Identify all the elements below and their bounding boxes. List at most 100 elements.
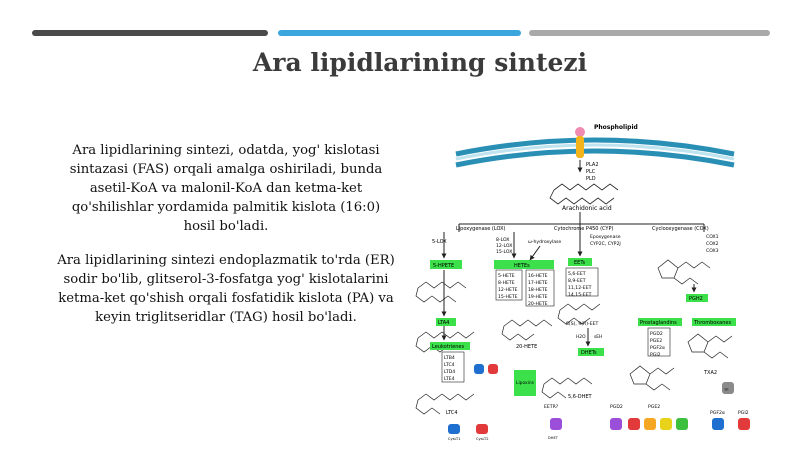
lta4-box	[436, 318, 456, 326]
arachidonic-acid-label: Arachidonic acid	[562, 205, 612, 212]
lt-list-box	[441, 351, 465, 383]
twenty-hete-structure	[501, 319, 553, 341]
cyp-branch-label: Cytochrome P450 (CYP)	[554, 226, 614, 232]
enzyme-pla2: PLA2	[586, 162, 599, 168]
epoxygenase-label: Epoxygenase	[590, 234, 621, 240]
ltc4-structure	[415, 393, 475, 415]
eet-structure	[557, 303, 601, 325]
pgf2a-label: PGF2α	[710, 410, 725, 416]
twenty-hete-label: 20-HETE	[516, 344, 537, 350]
hpete-structure	[415, 281, 467, 303]
hpete-box	[430, 260, 462, 269]
pgh2-structure	[657, 259, 711, 285]
hete-12: 12-HETE	[498, 287, 518, 293]
pgi2-label: PGI2	[738, 410, 749, 416]
prostanoid-receptor-icons	[610, 418, 750, 430]
cyslt1-label: CysLT1	[448, 437, 461, 441]
eetr-label: EETR?	[544, 404, 559, 410]
enzyme-plc: PLC	[586, 169, 596, 175]
hetes-box-label: HETEs	[514, 263, 530, 269]
eetr-receptor-icon	[550, 418, 562, 430]
omega-hete-19: 19-HETE	[528, 294, 548, 300]
lt-e4: LTE4	[444, 376, 455, 382]
lt-b4: LTB4	[444, 355, 455, 361]
thromboxanes-box	[692, 318, 736, 326]
omega-hydroxylase-label: ω-hydroxylase	[528, 239, 561, 245]
paragraph-er-synthesis: Ara lipidlarining sintezi endoplazmatik …	[57, 253, 395, 325]
arachidonic-acid-structure	[549, 183, 619, 205]
lox-15: 15-LOX	[496, 249, 512, 255]
leukotrienes-box	[430, 342, 470, 350]
cyp-enzymes-label: CYP2C, CYP2J	[590, 241, 621, 247]
lox-branch-label: Lipoxygenase (LOX)	[456, 226, 506, 232]
prostaglandins-label: Prostaglandins	[640, 320, 677, 326]
cox2-label: COX2	[706, 241, 719, 247]
dhets-label: DHETs	[581, 350, 597, 356]
hpete-label: 5-HPETE	[433, 263, 454, 269]
eets-box	[568, 258, 592, 266]
arachidonic-acid-pathway-diagram: Phospholipid PLA2 PLC PLD Arachidonic ac…	[415, 124, 750, 441]
pg-list-box	[647, 327, 671, 357]
cyslt-receptor-icons	[448, 424, 488, 434]
header-bar-gray	[529, 30, 770, 36]
leukotrienes-label: Leukotrienes	[432, 344, 464, 350]
dhets-box	[578, 348, 604, 356]
cox3-label: COX3	[706, 248, 719, 254]
five-lox-label: 5-LOX	[432, 239, 447, 245]
lipoxins-box	[514, 370, 536, 396]
pgd2-label: PGD2	[610, 404, 623, 410]
pg-i2: PGI2	[650, 352, 661, 358]
omega-hetes-box	[525, 269, 555, 307]
ltc4-label: LTC4	[446, 410, 458, 416]
eets-box-label: EETs	[574, 260, 586, 266]
txa2-structure	[687, 333, 733, 359]
blt-receptor-icons	[474, 364, 498, 374]
prostaglandins-box	[638, 318, 682, 326]
lox-8: 8-LOX	[496, 237, 509, 243]
pge2-label: PGE2	[648, 404, 660, 410]
lt-c4: LTC4	[444, 362, 455, 368]
txa2-label: TXA2	[703, 370, 717, 376]
omega-hete-20: 20-HETE	[528, 301, 548, 307]
cyslt2-label: CysLT2	[476, 437, 489, 441]
enzyme-pld: PLD	[586, 176, 596, 182]
cox-branch-label: Cyclooxygenase (COX)	[652, 226, 709, 232]
eets-list-box	[565, 267, 599, 297]
thromboxanes-label: Thromboxanes	[693, 320, 731, 326]
h2o-label: H2O	[576, 334, 586, 340]
cox1-label: COX1	[706, 234, 719, 240]
tp-receptor-label: TP	[723, 388, 729, 392]
omega-hete-17: 17-HETE	[528, 280, 548, 286]
hetes-list-box	[495, 269, 523, 301]
hetes-box	[494, 260, 554, 269]
hete-15: 15-HETE	[498, 294, 518, 300]
dhet-receptor-label: DHET	[548, 436, 559, 440]
tp-receptor-icon	[722, 382, 734, 394]
hete-5: 5-HETE	[498, 273, 515, 279]
pg-f2a: PGF2α	[650, 345, 665, 351]
eet-8-9: 8,9-EET	[568, 278, 586, 284]
lta4-structure	[415, 331, 475, 353]
paragraph-fas-synthesis: Ara lipidlarining sintezi, odatda, yog' …	[69, 143, 383, 234]
omega-hete-18: 18-HETE	[528, 287, 548, 293]
omega-hete-16: 16-HETE	[528, 273, 548, 279]
phospholipid-icon	[575, 127, 585, 158]
eet-example-label: 8(S), 9(R)-EET	[566, 321, 599, 327]
eet-11-12: 11,12-EET	[568, 285, 592, 291]
lipoxins-label: Lipoxins	[516, 380, 535, 386]
hete-8: 8-HETE	[498, 280, 515, 286]
eet-5-6: 5,6-EET	[568, 271, 586, 277]
header-bar-dark	[32, 30, 268, 36]
pg-e2: PGE2	[650, 338, 662, 344]
slide-title: Ara lipidlarining sintezi	[252, 48, 588, 77]
pg-structure	[629, 365, 675, 391]
pgh2-box	[686, 294, 708, 302]
cell-membrane	[455, 137, 735, 168]
lta4-label: LTA4	[438, 320, 449, 326]
seh-label: sEH	[594, 334, 602, 340]
lt-d4: LTD4	[444, 369, 455, 375]
header-bar-blue	[278, 30, 521, 36]
phospholipid-label: Phospholipid	[594, 124, 638, 131]
dhet-structure	[541, 377, 593, 399]
pg-d2: PGD2	[650, 331, 663, 337]
